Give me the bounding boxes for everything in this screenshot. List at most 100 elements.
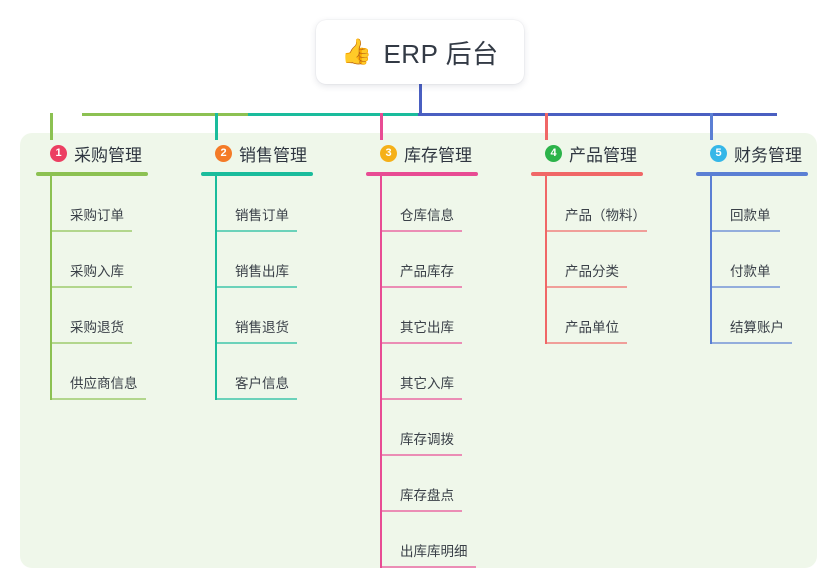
branch-item-label: 回款单 bbox=[730, 208, 771, 223]
branch-item-label: 产品（物料） bbox=[565, 208, 646, 223]
branch-item-rule bbox=[545, 342, 627, 344]
branch-item[interactable]: 仓库信息 bbox=[380, 176, 526, 232]
branch-item[interactable]: 采购订单 bbox=[50, 176, 196, 232]
branch-item-rule bbox=[50, 398, 146, 400]
branch-item-label: 其它入库 bbox=[400, 376, 454, 391]
branch-header-1[interactable]: 1 采购管理 bbox=[36, 140, 196, 166]
thumbs-up-icon: 👍 bbox=[341, 37, 373, 66]
branch-column-5: 5 财务管理回款单付款单结算账户 bbox=[696, 140, 839, 344]
branch-item-label: 结算账户 bbox=[730, 320, 784, 335]
branch-item-list: 仓库信息产品库存其它出库其它入库库存调拨库存盘点出库库明细 bbox=[380, 176, 526, 568]
branch-item[interactable]: 结算账户 bbox=[710, 288, 839, 344]
branch-title: 采购管理 bbox=[74, 145, 142, 165]
connector-drop bbox=[545, 113, 548, 140]
branch-spine bbox=[50, 176, 52, 400]
branch-item-label: 库存调拨 bbox=[400, 432, 454, 447]
branch-item-rule bbox=[710, 342, 792, 344]
branch-index-badge: 1 bbox=[50, 144, 67, 162]
branch-item-rule bbox=[380, 566, 476, 568]
branch-column-1: 1 采购管理采购订单采购入库采购退货供应商信息 bbox=[36, 140, 196, 400]
branch-spine bbox=[215, 176, 217, 400]
branch-item[interactable]: 采购入库 bbox=[50, 232, 196, 288]
root-title: ERP 后台 bbox=[383, 38, 499, 69]
branch-header-rule bbox=[531, 172, 643, 176]
branch-item-label: 供应商信息 bbox=[70, 376, 138, 391]
branch-item[interactable]: 出库库明细 bbox=[380, 512, 526, 568]
branch-item-label: 其它出库 bbox=[400, 320, 454, 335]
branch-item-label: 采购入库 bbox=[70, 264, 124, 279]
root-stem bbox=[419, 84, 422, 115]
branch-item-rule bbox=[215, 398, 297, 400]
branch-header-rule bbox=[36, 172, 148, 176]
branch-item[interactable]: 销售订单 bbox=[215, 176, 361, 232]
branch-item-label: 产品分类 bbox=[565, 264, 619, 279]
branch-header-rule bbox=[366, 172, 478, 176]
branch-item-list: 销售订单销售出库销售退货客户信息 bbox=[215, 176, 361, 400]
branch-item-rule bbox=[50, 286, 132, 288]
branch-item[interactable]: 库存盘点 bbox=[380, 456, 526, 512]
branch-item-label: 销售退货 bbox=[235, 320, 289, 335]
branch-item[interactable]: 产品（物料） bbox=[545, 176, 691, 232]
branch-item[interactable]: 其它出库 bbox=[380, 288, 526, 344]
branch-header-rule bbox=[696, 172, 808, 176]
branch-item[interactable]: 产品单位 bbox=[545, 288, 691, 344]
branch-title: 销售管理 bbox=[239, 145, 307, 165]
connector-drop bbox=[380, 113, 383, 140]
branch-item-rule bbox=[380, 342, 462, 344]
diagram-panel bbox=[20, 133, 817, 568]
branch-item[interactable]: 付款单 bbox=[710, 232, 839, 288]
branch-item-rule bbox=[215, 230, 297, 232]
connector-bus-segment bbox=[418, 113, 777, 116]
connector-bus-segment bbox=[82, 113, 248, 116]
branch-item-list: 产品（物料） 产品分类产品单位 bbox=[545, 176, 691, 344]
branch-item-rule bbox=[545, 230, 647, 232]
branch-item[interactable]: 供应商信息 bbox=[50, 344, 196, 400]
branch-spine bbox=[710, 176, 712, 344]
branch-item-rule bbox=[380, 398, 462, 400]
branch-column-3: 3 库存管理仓库信息产品库存其它出库其它入库库存调拨库存盘点出库库明细 bbox=[366, 140, 526, 568]
root-node[interactable]: 👍 ERP 后台 bbox=[316, 20, 524, 84]
branch-item-rule bbox=[215, 342, 297, 344]
branch-item-rule bbox=[545, 286, 627, 288]
branch-item-label: 产品库存 bbox=[400, 264, 454, 279]
branch-item[interactable]: 采购退货 bbox=[50, 288, 196, 344]
branch-item-label: 产品单位 bbox=[565, 320, 619, 335]
branch-item-list: 回款单付款单结算账户 bbox=[710, 176, 839, 344]
branch-item[interactable]: 销售出库 bbox=[215, 232, 361, 288]
branch-item[interactable]: 回款单 bbox=[710, 176, 839, 232]
branch-item-rule bbox=[215, 286, 297, 288]
branch-item-label: 销售订单 bbox=[235, 208, 289, 223]
branch-item-label: 仓库信息 bbox=[400, 208, 454, 223]
branch-index-badge: 5 bbox=[710, 144, 727, 162]
branch-item[interactable]: 产品分类 bbox=[545, 232, 691, 288]
connector-drop bbox=[50, 113, 53, 140]
branch-item[interactable]: 库存调拨 bbox=[380, 400, 526, 456]
branch-header-3[interactable]: 3 库存管理 bbox=[366, 140, 526, 166]
branch-index-badge: 4 bbox=[545, 144, 562, 162]
branch-item-label: 库存盘点 bbox=[400, 488, 454, 503]
branch-item-rule bbox=[380, 510, 462, 512]
connector-drop bbox=[710, 113, 713, 140]
branch-header-5[interactable]: 5 财务管理 bbox=[696, 140, 839, 166]
branch-item-rule bbox=[380, 286, 462, 288]
connector-drop bbox=[215, 113, 218, 140]
branch-item[interactable]: 客户信息 bbox=[215, 344, 361, 400]
branch-title: 财务管理 bbox=[734, 145, 802, 165]
branch-index-badge: 3 bbox=[380, 144, 397, 162]
branch-item[interactable]: 其它入库 bbox=[380, 344, 526, 400]
branch-item-rule bbox=[710, 230, 780, 232]
branch-item-rule bbox=[380, 230, 462, 232]
branch-item-rule bbox=[380, 454, 462, 456]
branch-item[interactable]: 销售退货 bbox=[215, 288, 361, 344]
branch-item-label: 付款单 bbox=[730, 264, 771, 279]
branch-item-rule bbox=[50, 230, 132, 232]
branch-item-label: 采购订单 bbox=[70, 208, 124, 223]
branch-item-label: 出库库明细 bbox=[400, 544, 468, 559]
branch-item-list: 采购订单采购入库采购退货供应商信息 bbox=[50, 176, 196, 400]
branch-title: 库存管理 bbox=[404, 145, 472, 165]
branch-item[interactable]: 产品库存 bbox=[380, 232, 526, 288]
